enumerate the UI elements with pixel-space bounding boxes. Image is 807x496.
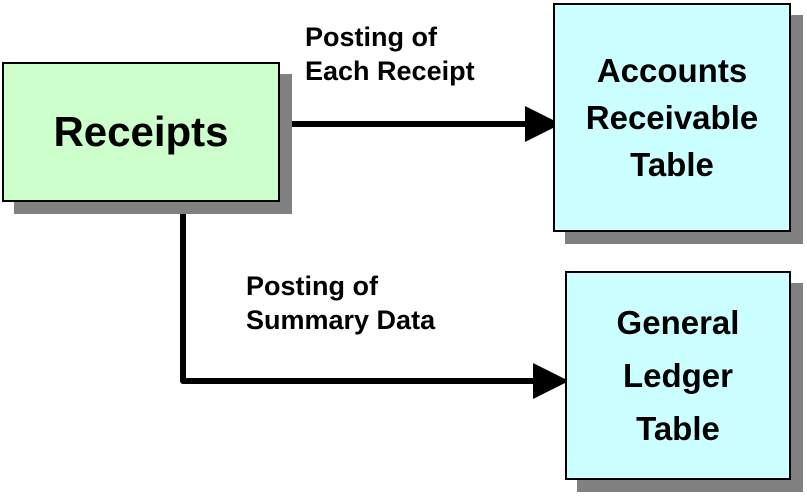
accounts-receivable-line: Table: [630, 146, 714, 183]
posting-each-receipt-label: Posting of Each Receipt: [305, 20, 475, 88]
arrow-to-general-ledger: [180, 213, 569, 399]
general-ledger-line: Table: [636, 410, 720, 447]
accounts-receivable-line: Receivable: [585, 99, 759, 136]
accounts-receivable-label: Accounts Receivable Table: [586, 47, 758, 188]
general-ledger-table-box: General Ledger Table: [565, 271, 791, 480]
flow-label-line: Posting of: [246, 271, 378, 301]
flow-label-line: Summary Data: [246, 305, 436, 335]
general-ledger-line: General: [616, 304, 740, 341]
receipts-box: Receipts: [2, 62, 280, 202]
receipts-label: Receipts: [53, 108, 229, 155]
flow-label-line: Posting of: [305, 22, 437, 52]
accounts-receivable-table-box: Accounts Receivable Table: [553, 3, 791, 232]
general-ledger-line: Ledger: [622, 357, 734, 394]
general-ledger-label: General Ledger Table: [617, 296, 740, 455]
posting-summary-data-label: Posting of Summary Data: [246, 269, 435, 337]
accounts-receivable-line: Accounts: [596, 52, 748, 89]
flow-label-line: Each Receipt: [305, 56, 475, 86]
